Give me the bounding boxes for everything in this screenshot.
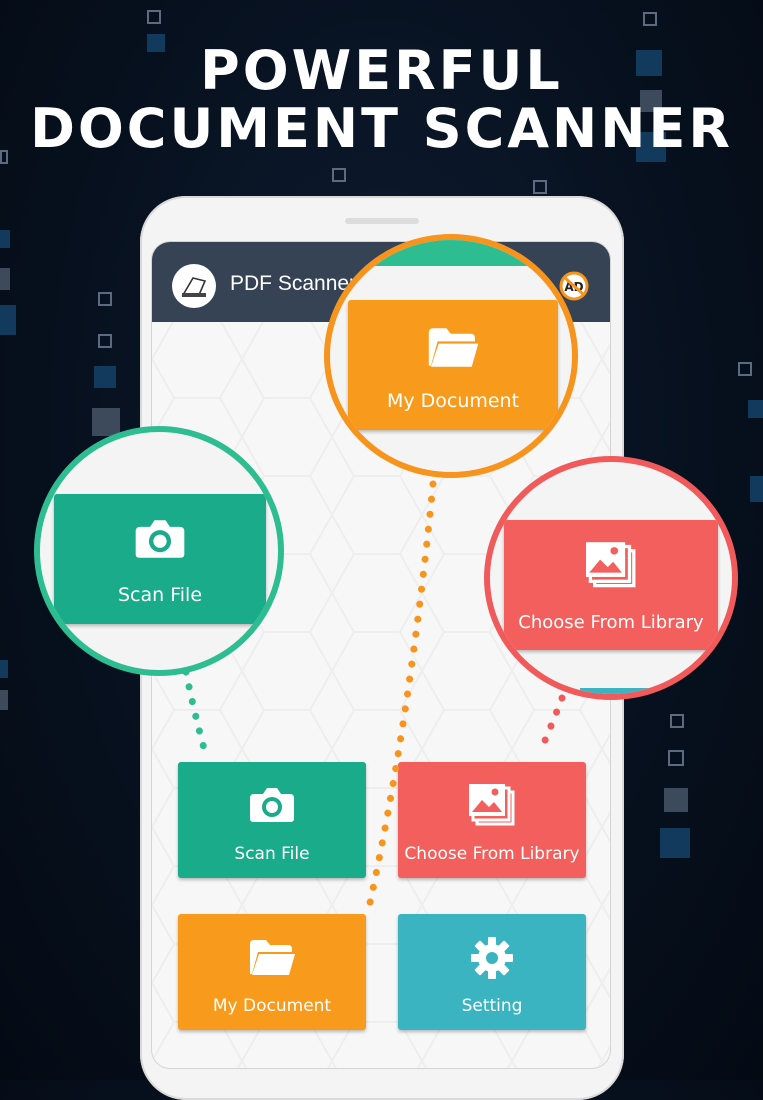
gear-icon <box>470 936 514 984</box>
choose-from-library-callout-tile: Choose From Library <box>504 520 718 650</box>
choose-from-library-callout: Choose From Library <box>484 456 738 700</box>
scan-file-button[interactable]: Scan File <box>178 762 366 878</box>
gallery-icon <box>583 540 639 594</box>
phone-speaker <box>345 218 419 224</box>
headline-line-2: DOCUMENT SCANNER <box>30 97 733 160</box>
headline: POWERFUL DOCUMENT SCANNER <box>0 42 763 158</box>
camera-icon <box>133 518 187 564</box>
scan-file-callout-tile: Scan File <box>54 494 266 624</box>
setting-label: Setting <box>461 996 523 1016</box>
scanner-icon <box>172 264 216 308</box>
my-document-callout-tile: My Document <box>348 300 558 430</box>
folder-icon <box>426 326 480 374</box>
app-title: PDF Scanner <box>230 272 357 295</box>
scan-file-label: Scan File <box>234 844 310 864</box>
no-ads-icon[interactable]: AD <box>558 270 590 302</box>
choose-from-library-label: Choose From Library <box>404 844 580 864</box>
scan-file-callout-label: Scan File <box>117 584 203 606</box>
setting-button[interactable]: Setting <box>398 914 586 1030</box>
scan-file-callout: Scan File <box>34 426 284 676</box>
camera-icon <box>248 786 296 828</box>
folder-icon <box>248 938 296 982</box>
gallery-icon <box>467 782 517 832</box>
my-document-callout: My Document <box>324 234 578 478</box>
my-document-button[interactable]: My Document <box>178 914 366 1030</box>
headline-line-1: POWERFUL <box>200 39 563 102</box>
choose-from-library-button[interactable]: Choose From Library <box>398 762 586 878</box>
callout-appbar-strip <box>330 240 572 266</box>
my-document-label: My Document <box>212 996 332 1016</box>
callout-bottom-strip <box>580 688 720 694</box>
choose-from-library-callout-label: Choose From Library <box>518 612 704 633</box>
my-document-callout-label: My Document <box>386 390 520 412</box>
